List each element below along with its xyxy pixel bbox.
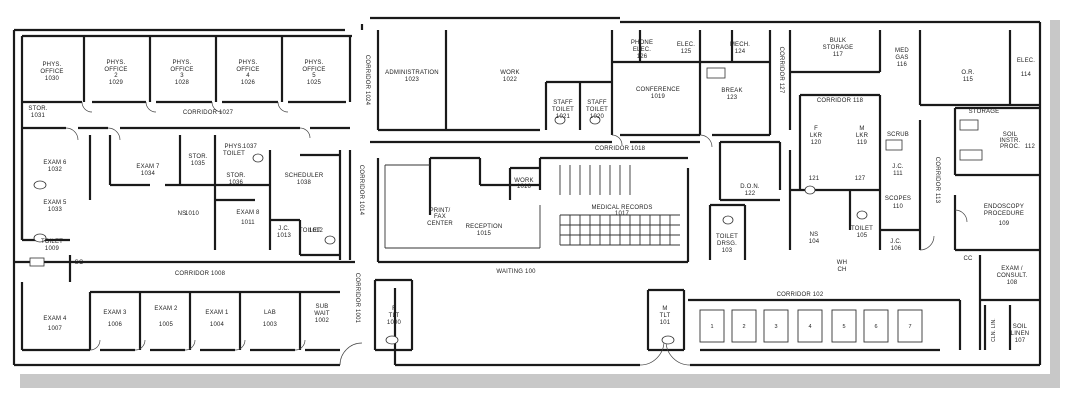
- label-corridor-1001: CORRIDOR 1001: [354, 273, 360, 324]
- label-elec-125: ELEC.125: [677, 42, 695, 55]
- label-stor-1036: STOR.1036: [226, 173, 245, 186]
- label-corridor-1018: CORRIDOR 1018: [595, 146, 646, 152]
- label-phys-toilet: PHYS.TOILET1037: [223, 144, 258, 157]
- label-corridor-1027: CORRIDOR 1027: [183, 110, 234, 116]
- bay-label-1: 1: [710, 324, 713, 330]
- label-don-122: D.O.N.122: [740, 184, 760, 197]
- label-jc-1013: J.C.1013: [277, 226, 292, 239]
- label-exam-consult: EXAM /CONSULT.108: [997, 266, 1028, 286]
- label-room-127b: 127: [855, 176, 866, 182]
- label-corridor-127: CORRIDOR 127: [778, 47, 784, 94]
- label-sc: SC: [75, 260, 84, 266]
- label-stor-1035: STOR.1035: [188, 154, 207, 167]
- label-waiting: WAITING 100: [496, 269, 536, 275]
- fixtures: [29, 67, 983, 345]
- label-mech-124: MECH.124: [730, 42, 750, 55]
- bay-label-6: 6: [874, 324, 877, 330]
- bay-label-3: 3: [774, 324, 777, 330]
- label-corridor-113: CORRIDOR 113: [934, 157, 940, 204]
- bay-labels: 1 2 3 4 5 6 7: [710, 324, 911, 330]
- bay-label-4: 4: [808, 324, 811, 330]
- label-cln-lin: CLN. LIN.: [991, 318, 997, 342]
- label-or-115: O.R.115: [961, 70, 974, 83]
- label-ns-1010: NS1010: [178, 211, 200, 217]
- walls: [12, 16, 1042, 367]
- bay-label-7: 7: [908, 324, 911, 330]
- label-stor-1031: STOR.1031: [28, 106, 47, 119]
- medical-records-shelving: [384, 164, 680, 249]
- label-corridor-1008: CORRIDOR 1008: [175, 271, 226, 277]
- label-cc: CC: [963, 256, 973, 262]
- label-corridor-1014: CORRIDOR 1014: [358, 165, 364, 216]
- label-room-121: 121: [809, 176, 820, 182]
- bay-label-2: 2: [742, 324, 745, 330]
- label-corridor-102: CORRIDOR 102: [777, 292, 824, 298]
- label-corridor-1024: CORRIDOR 1024: [364, 55, 370, 106]
- label-toilet-1012: TOILET1012: [299, 228, 324, 234]
- label-elec-114: ELEC.114: [1017, 58, 1035, 78]
- label-corridor-118: CORRIDOR 118: [817, 98, 864, 104]
- page-sheet: [10, 14, 1050, 374]
- bay-group: [699, 309, 923, 343]
- label-storage: STORAGE: [969, 109, 1000, 115]
- label-jc-111: J.C.111: [892, 164, 904, 177]
- door-swings: [65, 101, 968, 366]
- bay-label-5: 5: [842, 324, 845, 330]
- label-jc-106: J.C.106: [890, 239, 902, 252]
- label-scrub: SCRUB: [887, 132, 909, 138]
